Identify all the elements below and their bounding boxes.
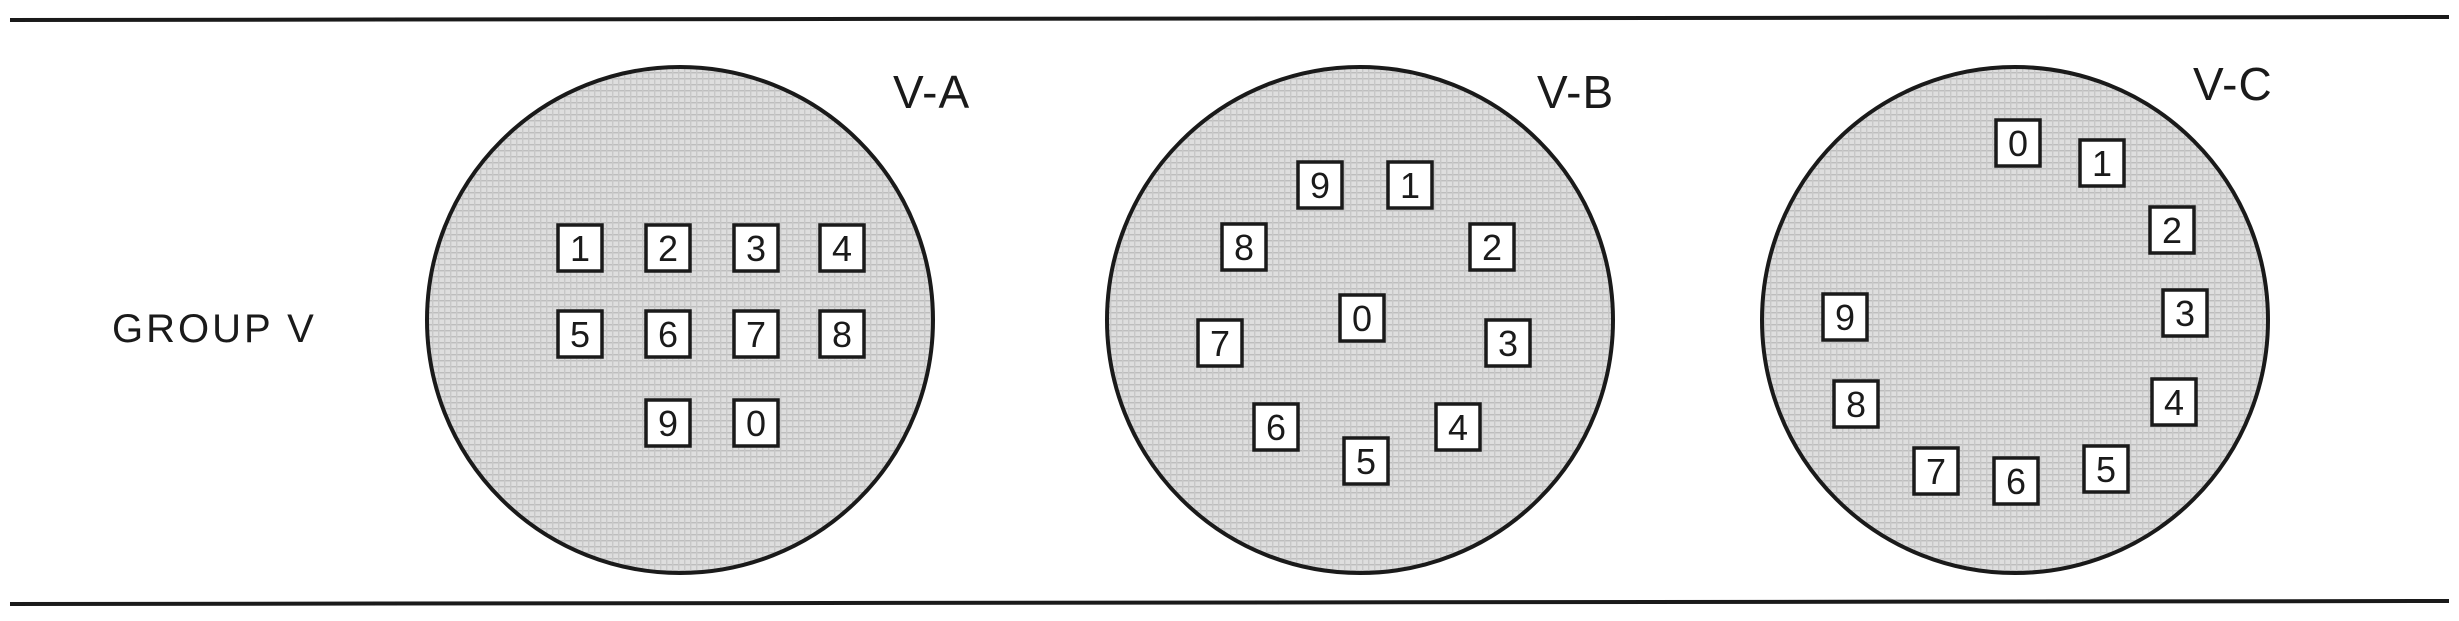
svg-text:6: 6 <box>1266 407 1286 448</box>
svg-text:8: 8 <box>832 314 852 355</box>
svg-text:7: 7 <box>746 314 766 355</box>
svg-text:4: 4 <box>2164 382 2184 423</box>
key: 6 <box>644 309 692 359</box>
svg-text:9: 9 <box>1835 297 1855 338</box>
svg-text:9: 9 <box>658 403 678 444</box>
svg-text:0: 0 <box>2008 123 2028 164</box>
key-group: 0 1 2 3 9 8 4 7 6 5 <box>1821 118 2209 506</box>
key: 0 <box>1338 293 1386 343</box>
svg-text:6: 6 <box>2006 461 2026 502</box>
key: 4 <box>2150 377 2198 427</box>
svg-text:2: 2 <box>1482 227 1502 268</box>
bottom-rule <box>9 599 2450 606</box>
svg-text:4: 4 <box>1448 407 1468 448</box>
svg-text:0: 0 <box>1352 298 1372 339</box>
key: 9 <box>1296 160 1344 210</box>
key: 5 <box>2082 444 2130 494</box>
key: 4 <box>818 223 866 273</box>
svg-text:4: 4 <box>832 228 852 269</box>
key: 1 <box>1386 160 1434 210</box>
key: 2 <box>2148 205 2196 255</box>
key: 5 <box>556 309 604 359</box>
svg-text:7: 7 <box>1210 323 1230 364</box>
key-group: 1 2 3 4 5 6 7 8 9 0 <box>556 223 866 448</box>
group-label: GROUP V <box>112 307 317 351</box>
plate-v-b: V-B 9 1 8 2 0 7 3 6 4 5 <box>1105 65 1615 575</box>
svg-text:2: 2 <box>2162 210 2182 251</box>
svg-text:2: 2 <box>658 228 678 269</box>
key: 3 <box>2161 288 2209 338</box>
svg-text:3: 3 <box>746 228 766 269</box>
svg-text:1: 1 <box>570 228 590 269</box>
plate-v-a: V-A 1 2 3 4 5 6 7 8 9 0 <box>425 65 970 575</box>
svg-text:6: 6 <box>658 314 678 355</box>
key: 0 <box>1994 118 2042 168</box>
key: 2 <box>644 223 692 273</box>
svg-text:8: 8 <box>1234 227 1254 268</box>
key: 8 <box>1220 222 1268 272</box>
top-rule <box>9 15 2450 22</box>
plate-label: V-B <box>1537 66 1614 118</box>
key: 2 <box>1468 222 1516 272</box>
plate-label: V-A <box>893 66 970 118</box>
key: 7 <box>1912 446 1960 496</box>
plate-label: V-C <box>2193 58 2273 110</box>
svg-text:5: 5 <box>1356 441 1376 482</box>
svg-text:5: 5 <box>2096 449 2116 490</box>
plate-v-c: V-C 0 1 2 3 9 8 4 7 6 5 <box>1760 58 2273 575</box>
svg-text:3: 3 <box>1498 323 1518 364</box>
key: 1 <box>556 223 604 273</box>
key: 6 <box>1992 456 2040 506</box>
key: 8 <box>1832 379 1880 429</box>
svg-text:8: 8 <box>1846 384 1866 425</box>
svg-text:1: 1 <box>1400 165 1420 206</box>
key: 7 <box>1196 318 1244 368</box>
svg-text:5: 5 <box>570 314 590 355</box>
key: 6 <box>1252 402 1300 452</box>
key: 9 <box>1821 292 1869 342</box>
key: 9 <box>644 398 692 448</box>
key: 3 <box>732 223 780 273</box>
svg-text:3: 3 <box>2175 293 2195 334</box>
key-group: 9 1 8 2 0 7 3 6 4 5 <box>1196 160 1532 486</box>
key: 1 <box>2078 138 2126 188</box>
key: 5 <box>1342 436 1390 486</box>
key: 0 <box>732 398 780 448</box>
key: 4 <box>1434 402 1482 452</box>
plate-disc <box>1760 65 2270 575</box>
svg-text:7: 7 <box>1926 451 1946 492</box>
key: 3 <box>1484 318 1532 368</box>
svg-text:0: 0 <box>746 403 766 444</box>
key: 8 <box>818 309 866 359</box>
key: 7 <box>732 309 780 359</box>
svg-text:1: 1 <box>2092 143 2112 184</box>
svg-text:9: 9 <box>1310 165 1330 206</box>
